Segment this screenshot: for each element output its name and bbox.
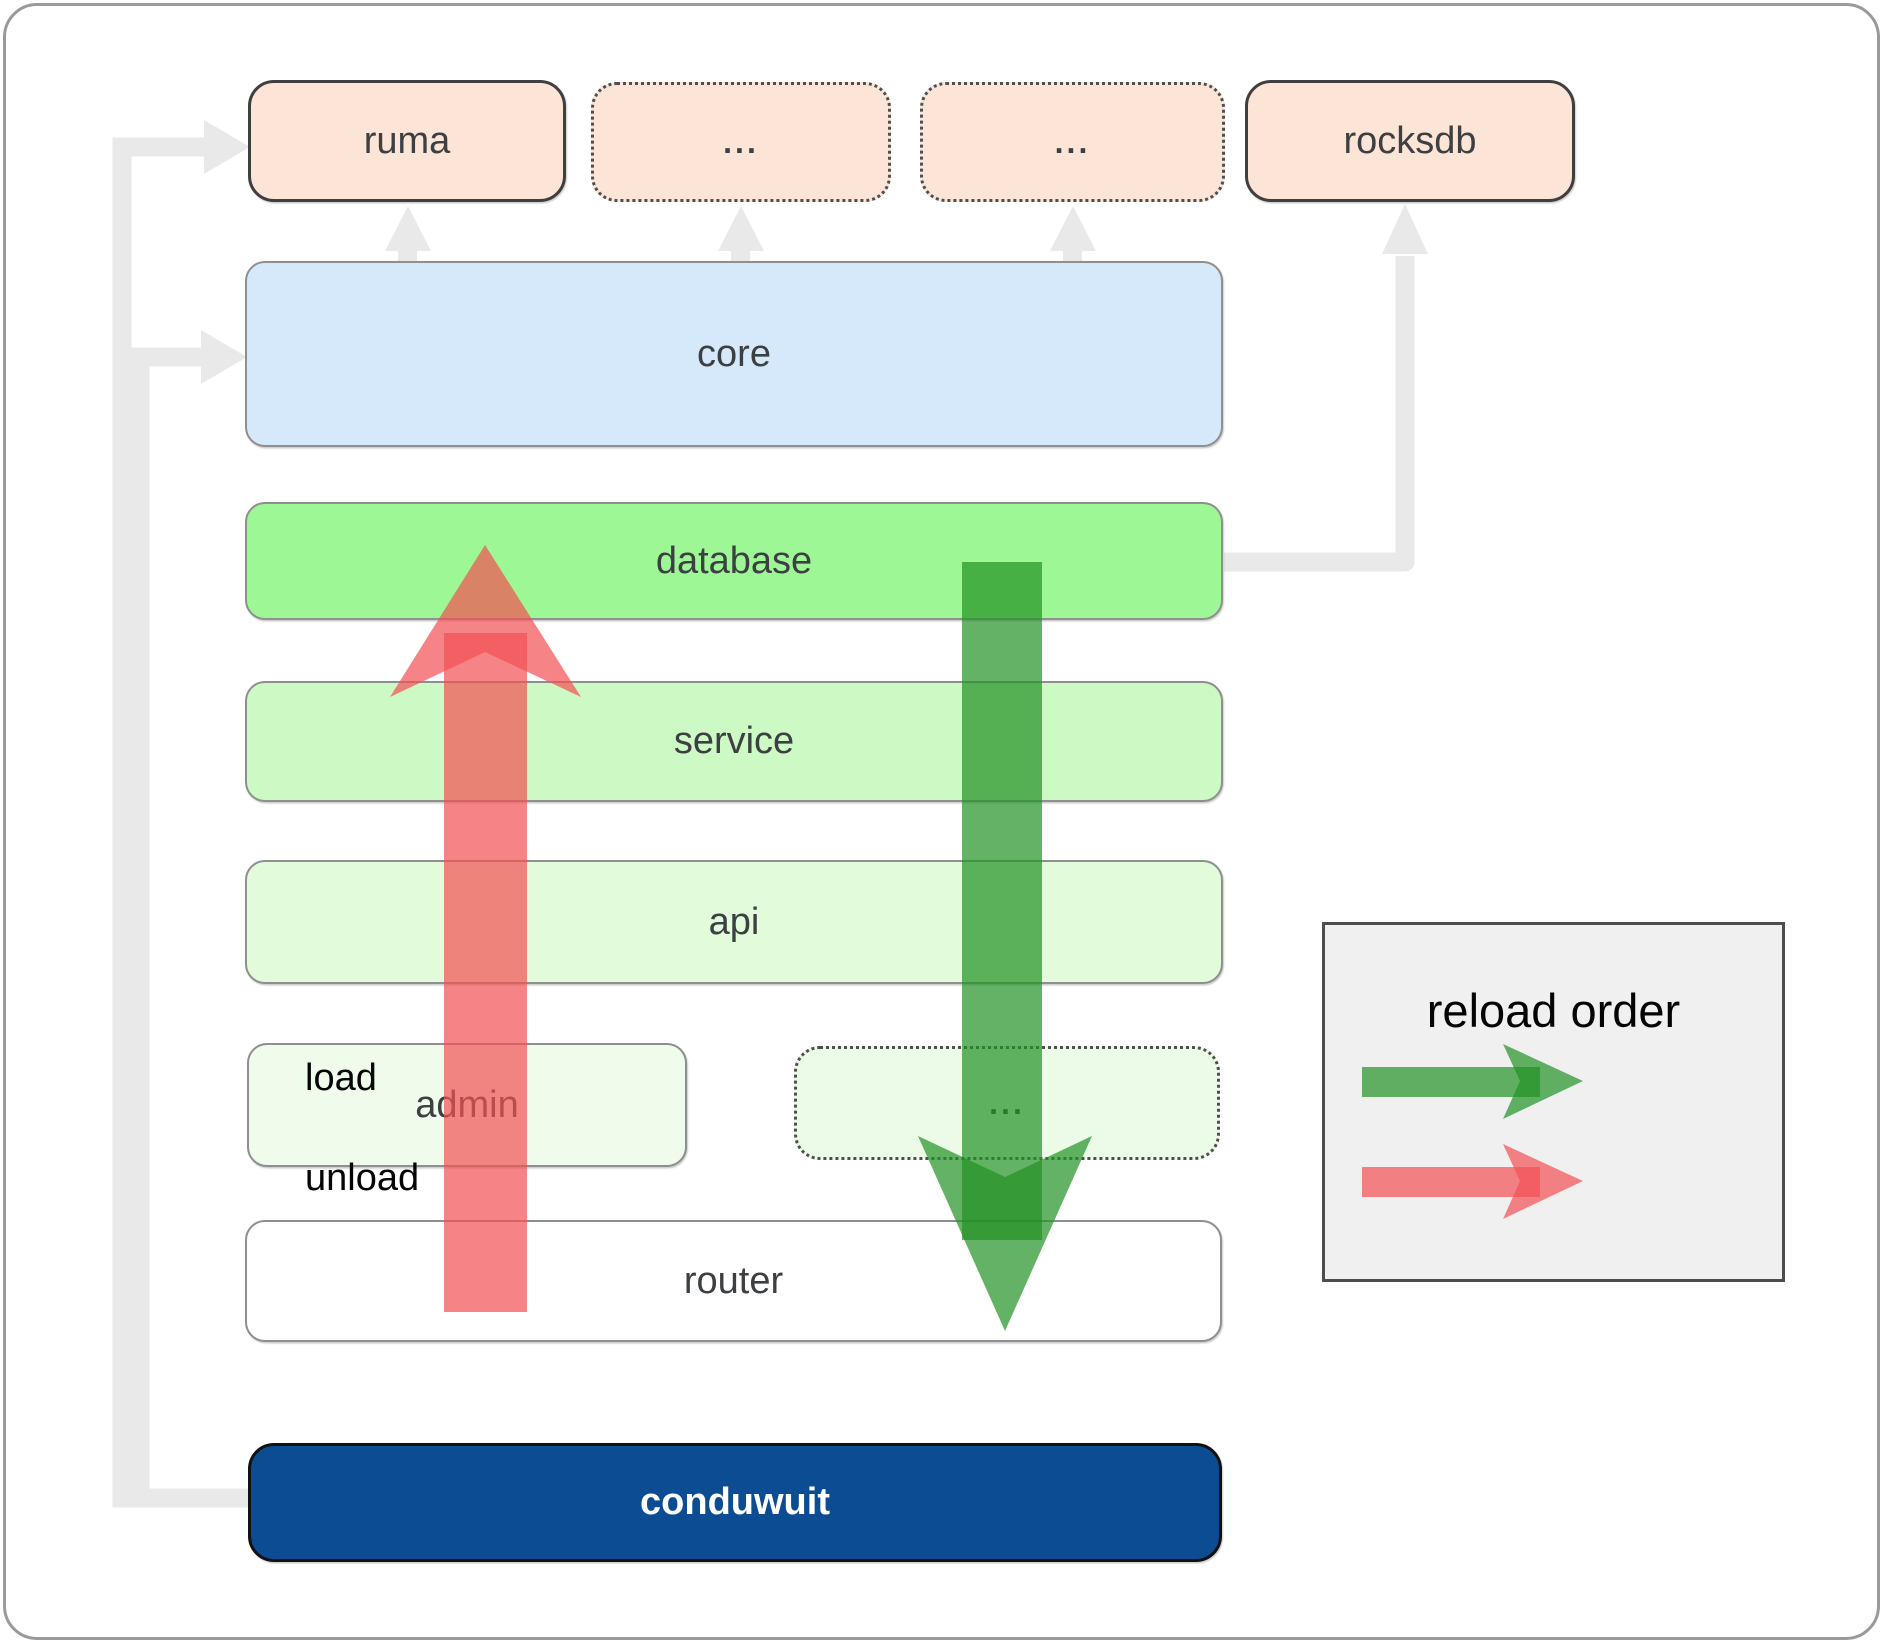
legend-item-unload: unload <box>305 1157 420 1199</box>
box-label: conduwuit <box>640 1481 830 1523</box>
box-database: database <box>245 502 1223 620</box>
legend: reload order <box>1322 922 1785 1282</box>
box-conduwuit: conduwuit <box>248 1443 1222 1562</box>
box-core: core <box>245 261 1223 447</box>
legend-title: reload order <box>1426 984 1681 1037</box>
box-label: core <box>697 332 771 375</box>
box-dependency-b: ... <box>920 82 1225 202</box>
box-router: router <box>245 1220 1222 1342</box>
box-admin-more: ... <box>794 1046 1220 1160</box>
box-ruma: ruma <box>248 80 566 202</box>
box-service: service <box>245 681 1223 802</box>
box-label: ... <box>989 1084 1025 1121</box>
box-label: admin <box>415 1083 519 1126</box>
legend-item-load: load <box>305 1057 377 1099</box>
box-rocksdb: rocksdb <box>1245 80 1575 202</box>
box-label: ruma <box>363 119 451 162</box>
box-label: rocksdb <box>1343 119 1477 162</box>
canvas-border <box>3 3 1880 1640</box>
box-label: ... <box>723 123 759 160</box>
box-dependency-a: ... <box>591 82 891 202</box>
box-label: router <box>683 1259 784 1302</box>
box-label: database <box>655 539 813 582</box>
box-label: ... <box>1054 123 1091 160</box>
box-label: api <box>708 900 760 943</box>
box-api: api <box>245 860 1223 984</box>
box-label: service <box>673 720 795 762</box>
